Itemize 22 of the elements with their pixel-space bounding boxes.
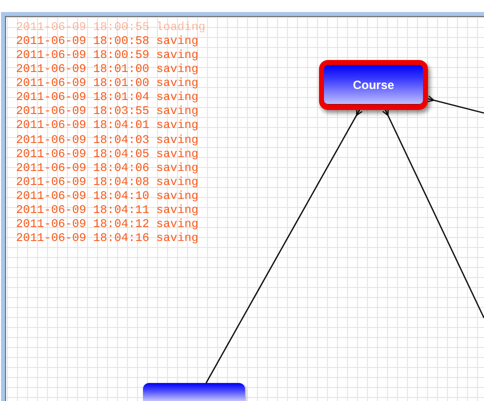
relationship-line: [206, 108, 363, 384]
log-entry: 2011-06-09 18:04:03 saving: [16, 132, 200, 147]
log-entry: 2011-06-09 18:04:06 saving: [16, 160, 200, 175]
entity-box: [319, 60, 428, 110]
log-entry: 2011-06-09 18:01:00 saving: [16, 62, 200, 76]
log-entry: 2011-06-09 18:04:10 saving: [16, 188, 200, 203]
log-entry: 2011-06-09 18:04:16 saving: [16, 230, 200, 245]
relationship-line: [426, 95, 484, 114]
log-entry: 2011-06-09 18:04:01 saving: [16, 118, 200, 132]
relationship-line: [382, 108, 484, 318]
log-entry: 2011-06-09 18:04:05 saving: [16, 146, 200, 161]
entity-name: Course: [352, 78, 394, 92]
log-entry: 2011-06-09 18:01:04 saving: [16, 90, 200, 104]
log-entry: 2011-06-09 18:03:55 saving: [16, 104, 200, 118]
log-entry: 2011-06-09 18:04:08 saving: [16, 174, 200, 189]
log-entry: 2011-06-09 18:00:55 loading: [16, 20, 206, 34]
log-entry: 2011-06-09 18:01:00 saving: [16, 76, 200, 90]
log-entry: 2011-06-09 18:00:58 saving: [16, 34, 200, 48]
entity-box: [143, 383, 245, 401]
log-entry: 2011-06-09 18:00:59 saving: [16, 48, 200, 62]
log-entry: 2011-06-09 18:04:12 saving: [16, 216, 200, 231]
log-entry: 2011-06-09 18:04:11 saving: [16, 202, 200, 217]
